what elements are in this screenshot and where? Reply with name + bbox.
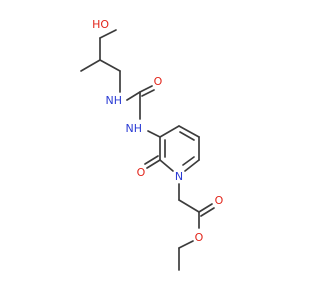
bond-c-o-urea-1: [139, 85, 153, 93]
bond-o-ch2-ethyl: [178, 240, 194, 249]
bond-c4-c5: [178, 125, 200, 138]
atom-label-hydroxyl: HO: [92, 18, 109, 31]
bond-nh-c-urea: [126, 91, 141, 101]
bond-c-o-carbonyl-2: [200, 207, 215, 217]
bond-c4-c5-inner: [179, 131, 195, 141]
atom-label-ester-oxygen: O: [195, 231, 204, 244]
bond-nh-c3: [147, 130, 161, 138]
bond-c6-n1-inner: [182, 156, 195, 166]
bond-c6-n1: [184, 159, 200, 172]
atom-label-amide-nh: NH: [126, 122, 143, 135]
bond-n1-c2: [159, 159, 174, 172]
bond-c2-o-1: [146, 159, 161, 169]
atom-label-urea-oxygen: O: [154, 75, 163, 88]
molecule-structure: HO NH O NH O N O O: [80, 18, 224, 271]
bond-c2-o-2: [144, 155, 159, 165]
atom-label-amine-nh: NH: [106, 94, 123, 107]
bond-ho-ch2: [99, 29, 117, 39]
atom-label-ring-oxygen: O: [137, 166, 146, 179]
atom-label-ring-nitrogen: N: [175, 170, 183, 183]
bond-ch-ch2: [99, 59, 121, 72]
bond-ch-methyl: [80, 59, 101, 72]
bond-c-o-urea-2: [141, 89, 155, 97]
atom-label-carbonyl-oxygen: O: [215, 194, 224, 207]
bond-c-o-carbonyl-1: [198, 203, 213, 213]
bond-ch2-c-ester: [178, 199, 200, 213]
bond-c3-c4: [159, 125, 180, 138]
